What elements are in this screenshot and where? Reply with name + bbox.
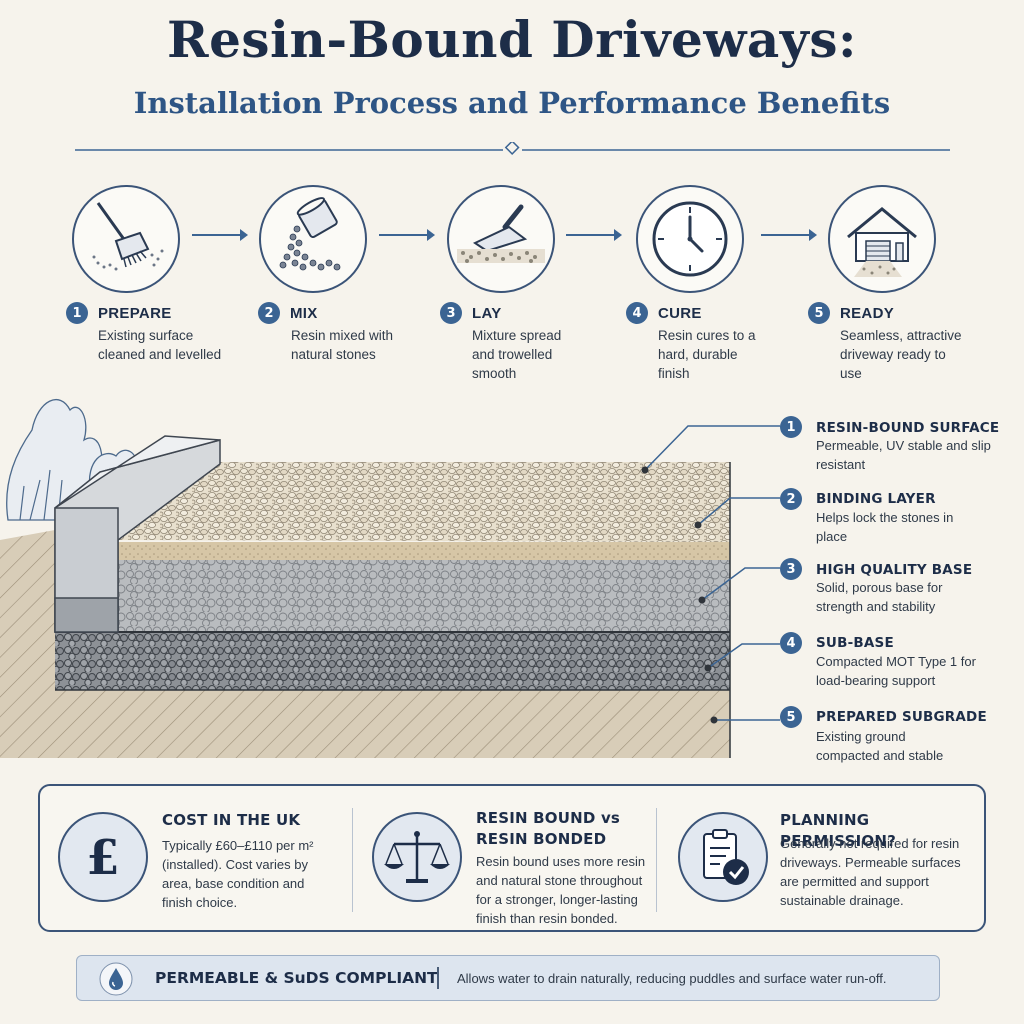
layer-title: SUB-BASE bbox=[816, 635, 894, 651]
driveway-cross-section bbox=[0, 398, 780, 758]
scales-icon bbox=[372, 812, 462, 902]
step-5-header: 5 READY bbox=[808, 302, 894, 324]
step-title: MIX bbox=[290, 304, 318, 322]
arrow-right-icon bbox=[192, 229, 248, 241]
banner-title: PERMEABLE & SuDS COMPLIANT bbox=[155, 969, 438, 987]
step-number: 3 bbox=[440, 302, 462, 324]
page-subtitle: Installation Process and Performance Ben… bbox=[133, 86, 891, 120]
water-drop-icon bbox=[99, 962, 133, 996]
layer-title: HIGH QUALITY BASE bbox=[816, 562, 973, 578]
arrow-right-icon bbox=[761, 229, 817, 241]
divider bbox=[656, 808, 657, 912]
arrow-right-icon bbox=[379, 229, 435, 241]
step-number: 5 bbox=[808, 302, 830, 324]
broom-icon bbox=[72, 185, 180, 293]
clock-icon bbox=[636, 185, 744, 293]
step-description: Mixture spread and trowelled smooth bbox=[472, 328, 562, 381]
info-description: Typically £60–£110 per m² (installed). C… bbox=[162, 838, 314, 910]
info-description: Resin bound uses more resin and natural … bbox=[476, 854, 646, 926]
layer-description: Solid, porous base for strength and stab… bbox=[816, 580, 943, 614]
banner-text: Allows water to drain naturally, reducin… bbox=[457, 971, 887, 986]
info-title: COST IN THE UK bbox=[162, 811, 301, 829]
clipboard-check-icon bbox=[678, 812, 768, 902]
info-description: Generally not required for resin drivewa… bbox=[780, 836, 961, 908]
step-description: Seamless, attractive driveway ready to u… bbox=[840, 328, 962, 381]
layer-description: Compacted MOT Type 1 for load-bearing su… bbox=[816, 654, 976, 688]
arrow-right-icon bbox=[566, 229, 622, 241]
layer-description: Permeable, UV stable and slip resistant bbox=[816, 438, 991, 472]
layer-number: 2 bbox=[780, 488, 802, 510]
trowel-icon bbox=[447, 185, 555, 293]
step-number: 1 bbox=[66, 302, 88, 324]
step-description: Existing surface cleaned and levelled bbox=[98, 328, 222, 362]
info-title: RESIN BOUND vs RESIN BONDED bbox=[476, 809, 621, 848]
layer-number: 1 bbox=[780, 416, 802, 438]
step-4-header: 4 CURE bbox=[626, 302, 702, 324]
house-icon bbox=[828, 185, 936, 293]
title-divider bbox=[75, 142, 950, 155]
layer-number: 4 bbox=[780, 632, 802, 654]
page-title: Resin-Bound Driveways: bbox=[167, 10, 857, 69]
layer-number: 5 bbox=[780, 706, 802, 728]
step-title: CURE bbox=[658, 304, 702, 322]
pound-symbol: £ bbox=[86, 830, 119, 886]
info-title: PLANNING PERMISSION? bbox=[780, 811, 897, 850]
step-description: Resin mixed with natural stones bbox=[291, 328, 394, 362]
permeable-banner: PERMEABLE & SuDS COMPLIANT Allows water … bbox=[76, 955, 940, 1001]
step-number: 4 bbox=[626, 302, 648, 324]
layer-title: PREPARED SUBGRADE bbox=[816, 709, 987, 725]
layer-description: Helps lock the stones in place bbox=[816, 510, 954, 544]
layer-description: Existing ground compacted and stable bbox=[816, 729, 944, 763]
bucket-pour-icon bbox=[259, 185, 367, 293]
info-panel: £ COST IN THE UK Typically £60–£110 per … bbox=[38, 784, 986, 932]
step-title: PREPARE bbox=[98, 304, 172, 322]
divider bbox=[352, 808, 353, 912]
step-3-header: 3 LAY bbox=[440, 302, 502, 324]
step-1-header: 1 PREPARE bbox=[66, 302, 172, 324]
pound-icon: £ bbox=[58, 812, 148, 902]
banner-separator bbox=[437, 967, 439, 989]
step-number: 2 bbox=[258, 302, 280, 324]
step-title: READY bbox=[840, 304, 895, 322]
layer-number: 3 bbox=[780, 558, 802, 580]
step-description: Resin cures to a hard, durable finish bbox=[658, 328, 756, 381]
step-2-header: 2 MIX bbox=[258, 302, 318, 324]
layer-title: RESIN-BOUND SURFACE bbox=[816, 420, 1000, 436]
layer-title: BINDING LAYER bbox=[816, 491, 936, 507]
step-title: LAY bbox=[472, 304, 502, 322]
